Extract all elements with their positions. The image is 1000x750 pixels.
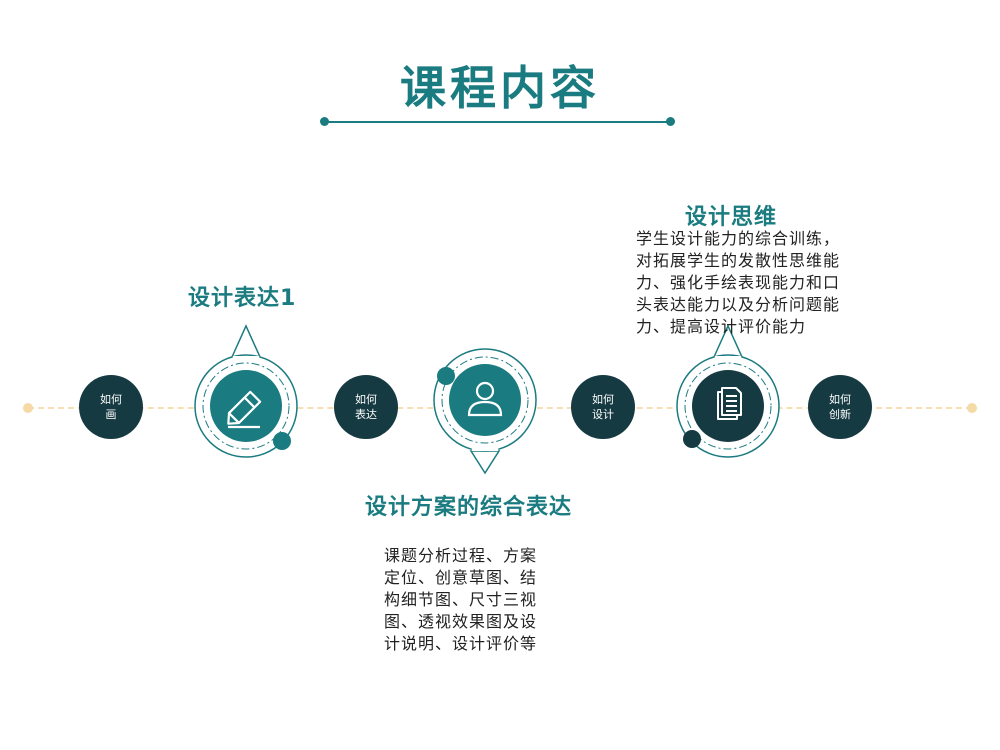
description-line: 定位、创意草图、结 bbox=[384, 568, 538, 587]
step-label-line2: 表达 bbox=[355, 408, 377, 421]
badge-accent-dot bbox=[437, 367, 455, 385]
description-line: 学生设计能力的综合训练， bbox=[636, 229, 841, 248]
step-label-line2: 创新 bbox=[829, 408, 851, 421]
description-line: 头表达能力以及分析问题能 bbox=[636, 295, 841, 314]
milestone-heading-2: 设计方案的综合表达 bbox=[365, 495, 573, 520]
description-line: 对拓展学生的发散性思维能 bbox=[636, 251, 841, 270]
title-underline-dot-left bbox=[320, 117, 329, 126]
step-label-line2: 设计 bbox=[592, 408, 614, 421]
description-line: 课题分析过程、方案 bbox=[384, 546, 538, 565]
badge-pointer bbox=[230, 324, 262, 358]
timeline-end-dot-left bbox=[23, 403, 33, 413]
title-underline bbox=[324, 121, 670, 123]
step-label-line2: 画 bbox=[105, 408, 117, 421]
milestone-heading-1: 设计表达1 bbox=[188, 286, 297, 311]
milestone-description-2: 课题分析过程、方案 定位、创意草图、结 构细节图、尺寸三视 图、透视效果图及设 … bbox=[384, 545, 537, 655]
document-icon bbox=[717, 387, 742, 420]
description-line: 力、提高设计评价能力 bbox=[636, 317, 807, 336]
badge-pointer bbox=[469, 450, 501, 475]
step-label-line1: 如何 bbox=[100, 393, 122, 406]
milestone-heading-3: 设计思维 bbox=[685, 205, 778, 230]
milestone-badge-2 bbox=[433, 348, 537, 475]
milestone-badge-1 bbox=[194, 324, 298, 458]
milestone-badge-3 bbox=[676, 324, 780, 458]
description-line: 图、透视效果图及设 bbox=[384, 612, 538, 631]
milestone-description-3: 学生设计能力的综合训练， 对拓展学生的发散性思维能 力、强化手绘表现能力和口 头… bbox=[636, 228, 840, 338]
timeline-end-dot-right bbox=[967, 403, 977, 413]
step-label-line1: 如何 bbox=[355, 393, 377, 406]
step-label-line1: 如何 bbox=[829, 393, 851, 406]
description-line: 计说明、设计评价等 bbox=[384, 634, 538, 653]
step-circle-design: 如何设计 bbox=[571, 375, 635, 439]
step-circle-innovate: 如何创新 bbox=[808, 375, 872, 439]
description-line: 构细节图、尺寸三视 bbox=[384, 590, 538, 609]
user-icon bbox=[467, 381, 503, 417]
badge-accent-dot bbox=[273, 432, 291, 450]
page-title: 课程内容 bbox=[400, 61, 600, 115]
step-circle-draw: 如何画 bbox=[79, 375, 143, 439]
step-circle-express: 如何表达 bbox=[334, 375, 398, 439]
description-line: 力、强化手绘表现能力和口 bbox=[636, 273, 841, 292]
title-underline-dot-right bbox=[666, 117, 675, 126]
badge-accent-dot bbox=[683, 430, 701, 448]
pencil-icon bbox=[227, 390, 262, 429]
step-label-line1: 如何 bbox=[592, 393, 614, 406]
